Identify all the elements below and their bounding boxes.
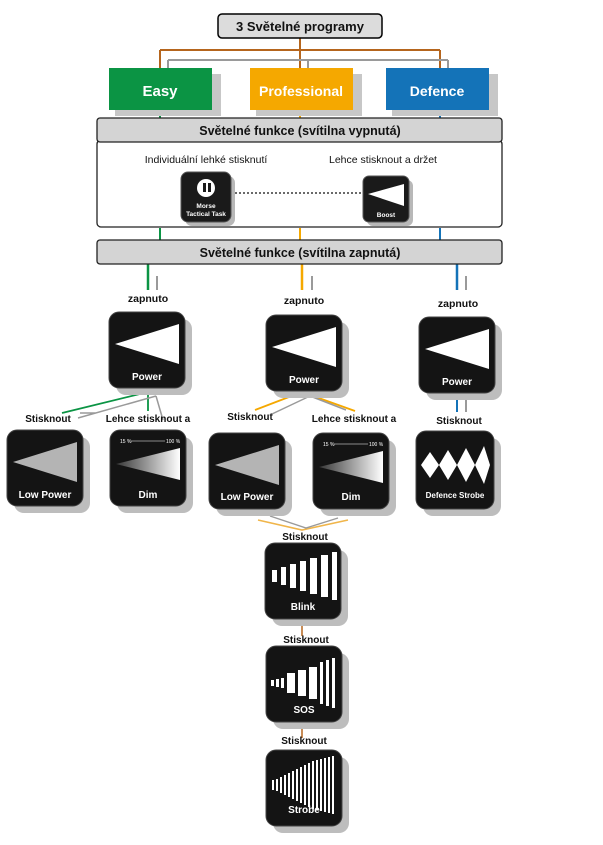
defence-strobe-label: Defence Strobe bbox=[426, 491, 485, 500]
program-professional[interactable]: Professional bbox=[250, 68, 362, 116]
blink-pattern bbox=[272, 552, 337, 600]
morse-label-2: Tactical Task bbox=[186, 211, 226, 218]
easy-low-power-tile: Low Power bbox=[6, 429, 90, 513]
program-professional-label: Professional bbox=[259, 83, 343, 99]
on-section-band: Světelné funkce (svítilna zapnutá) bbox=[96, 239, 503, 265]
off-section-title: Světelné funkce (svítilna vypnutá) bbox=[199, 124, 400, 138]
easy-power-tile: Power bbox=[108, 311, 192, 395]
defence-strobe-tile: Defence Strobe bbox=[415, 430, 501, 516]
defence-press-label: Stisknout bbox=[436, 416, 482, 427]
off-left-caption: Individuální lehké stisknutí bbox=[145, 154, 268, 166]
easy-power-label: Power bbox=[132, 372, 162, 383]
professional-dim-tile: 15 % 100 % Dim bbox=[312, 432, 396, 516]
strobe-label: Strobe bbox=[288, 805, 320, 816]
boost-label: Boost bbox=[377, 212, 396, 219]
program-defence-label: Defence bbox=[410, 83, 465, 99]
morse-tactical-icon: Morse Tactical Task bbox=[180, 171, 235, 226]
defence-power-tile: Power bbox=[418, 316, 502, 400]
professional-dim-max: 100 % bbox=[369, 442, 384, 448]
professional-press-hold-label: Lehce stisknout a bbox=[312, 414, 397, 425]
easy-on-label: zapnuto bbox=[128, 293, 168, 305]
strobe-pattern bbox=[272, 756, 334, 814]
easy-dim-label: Dim bbox=[139, 490, 158, 501]
professional-low-power-tile: Low Power bbox=[208, 432, 292, 516]
professional-dim-min: 15 % bbox=[323, 442, 335, 448]
easy-press-label: Stisknout bbox=[25, 414, 71, 425]
easy-dim-min: 15 % bbox=[120, 439, 132, 445]
seq-press-label-3: Stisknout bbox=[281, 736, 327, 747]
program-easy[interactable]: Easy bbox=[109, 68, 221, 116]
blink-label: Blink bbox=[291, 602, 316, 613]
easy-dim-tile: 15 % 100 % Dim bbox=[109, 429, 193, 513]
strobe-tile: Strobe bbox=[265, 749, 349, 833]
sos-label: SOS bbox=[293, 705, 314, 716]
easy-low-power-label: Low Power bbox=[19, 490, 72, 501]
program-defence[interactable]: Defence bbox=[386, 68, 498, 116]
professional-power-label: Power bbox=[289, 375, 319, 386]
seq-press-label-1: Stisknout bbox=[282, 532, 328, 543]
on-section-title: Světelné funkce (svítilna zapnutá) bbox=[200, 246, 401, 260]
defence-on-label: zapnuto bbox=[438, 298, 478, 310]
off-section: Světelné funkce (svítilna vypnutá) Indiv… bbox=[96, 117, 503, 228]
defence-power-label: Power bbox=[442, 377, 472, 388]
professional-low-power-label: Low Power bbox=[221, 492, 274, 503]
program-easy-label: Easy bbox=[142, 83, 178, 100]
off-right-caption: Lehce stisknout a držet bbox=[329, 154, 437, 166]
morse-label-1: Morse bbox=[196, 203, 216, 210]
main-title-box: 3 Světelné programy bbox=[217, 13, 383, 39]
professional-press-label: Stisknout bbox=[227, 412, 273, 423]
professional-power-tile: Power bbox=[265, 314, 349, 398]
main-title: 3 Světelné programy bbox=[236, 19, 365, 34]
easy-press-hold-label: Lehce stisknout a bbox=[106, 414, 191, 425]
boost-icon: Boost bbox=[362, 175, 413, 226]
sos-tile: SOS bbox=[265, 645, 349, 729]
professional-dim-label: Dim bbox=[342, 492, 361, 503]
sos-pattern bbox=[271, 658, 335, 708]
professional-on-label: zapnuto bbox=[284, 295, 324, 307]
seq-press-label-2: Stisknout bbox=[283, 635, 329, 646]
blink-tile: Blink bbox=[264, 542, 348, 626]
defence-strobe-pattern bbox=[421, 446, 490, 484]
easy-dim-max: 100 % bbox=[166, 439, 181, 445]
